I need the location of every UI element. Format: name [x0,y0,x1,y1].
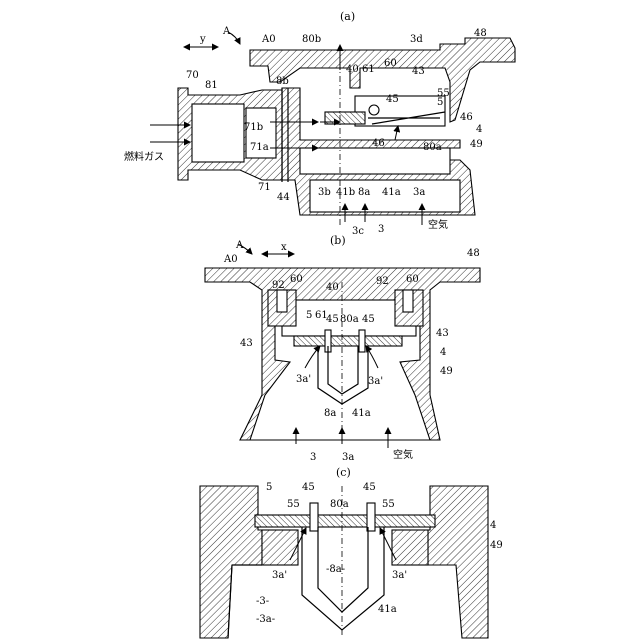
panel-c-nozzle-right [367,503,375,531]
label-46-right: 46 [460,112,473,123]
label-A: A [222,26,231,37]
label-c-45-right: 45 [363,482,376,493]
panel-a-valve-arrow [395,126,398,140]
label-b-48: 48 [467,248,480,259]
label-c-4: 4 [490,520,496,531]
label-44: 44 [277,192,290,203]
label-c-80a: 80a [330,499,349,510]
label-b-80a: 80a [340,314,359,325]
label-b-92-right: 92 [376,276,389,287]
label-3: 3 [378,224,384,235]
label-c-49: 49 [490,540,503,551]
label-3b: 3b [318,187,331,198]
label-81: 81 [205,80,218,91]
label-b-3a-prime-right: 3a' [368,376,383,387]
label-3d: 3d [410,34,423,45]
label-b-8a: 8a [324,408,336,419]
label-y: y [199,34,206,45]
label-air: 空気 [428,218,448,231]
label-41b: 41b [336,187,355,198]
label-70: 70 [186,70,199,81]
panel-a-pivot [369,105,379,115]
label-c-55-left: 55 [287,499,300,510]
label-5: 5 [437,97,443,108]
label-45: 45 [386,94,399,105]
label-80a: 80a [423,142,442,153]
panel-c-u-chamber [302,527,384,630]
label-4: 4 [476,124,482,135]
panel-c-plate [255,515,435,527]
label-c-3a-prime-left: 3a' [272,570,287,581]
label-fuel-gas: 燃料ガス [124,150,164,163]
label-c-45-left: 45 [302,482,315,493]
panel-b-screw-right [403,290,413,312]
label-b-4: 4 [440,347,446,358]
label-71b: 71b [244,122,263,133]
label-b-43-left: 43 [240,338,253,349]
label-41a: 41a [382,187,401,198]
label-c-3: -3- [256,596,269,607]
panel-a-title: (a) [340,10,355,23]
label-c-5: 5 [266,482,272,493]
label-b-41a: 41a [352,408,371,419]
label-b-45-right: 45 [362,314,375,325]
label-c-3a: -3a- [256,614,275,625]
label-b-x: x [281,242,287,253]
label-60: 60 [384,58,397,69]
label-40: 40 [346,64,359,75]
label-3a: 3a [413,187,425,198]
label-49: 49 [470,139,483,150]
label-b-60-left: 60 [290,274,303,285]
panel-c-right-wall [428,486,488,638]
panel-c: (c) 5 45 45 55 55 80a 4 49 3a' 3a' [200,466,503,638]
label-b-3a: 3a [342,452,354,463]
label-c-8a: -8a- [326,564,345,575]
label-b-5: 5 [306,310,312,321]
label-b-60-right: 60 [406,274,419,285]
panel-b-screw-left [277,290,287,312]
panel-b-title: (b) [330,234,346,247]
panel-a: (a) [124,10,515,237]
label-48: 48 [474,28,487,39]
label-46-center: 46 [372,138,385,149]
label-8b: 8b [276,76,289,87]
label-b-A: A [235,240,244,251]
label-b-40: 40 [326,282,339,293]
label-b-3: 3 [310,452,316,463]
panel-b-nozzle-right [359,330,365,352]
panel-b-plate [294,336,402,346]
label-b-A0: A0 [223,254,238,265]
label-b-3a-prime-left: 3a' [296,374,311,385]
label-b-92-left: 92 [272,280,285,291]
panel-c-title: (c) [336,466,351,479]
label-71a: 71a [250,142,269,153]
label-71: 71 [258,182,271,193]
label-b-air: 空気 [393,448,413,461]
panel-a-valve-seat [355,96,445,126]
label-b-43-right: 43 [436,328,449,339]
label-3c: 3c [352,226,364,237]
panel-c-nozzle-left [310,503,318,531]
label-A0: A0 [261,34,276,45]
label-61: 61 [362,64,375,75]
panel-c-left-block [262,530,298,565]
label-b-49: 49 [440,366,453,377]
label-c-55-right: 55 [382,499,395,510]
label-80b: 80b [302,34,321,45]
panel-c-right-block [392,530,428,565]
label-c-3a-prime-right: 3a' [392,570,407,581]
label-8a: 8a [358,187,370,198]
label-43: 43 [412,66,425,77]
label-b-45-left: 45 [326,314,339,325]
panel-c-left-wall [200,486,262,638]
panel-a-pipe-bore [192,104,244,162]
panel-b: (b) A A0 x 48 92 60 [205,234,480,463]
label-c-41a: 41a [378,604,397,615]
